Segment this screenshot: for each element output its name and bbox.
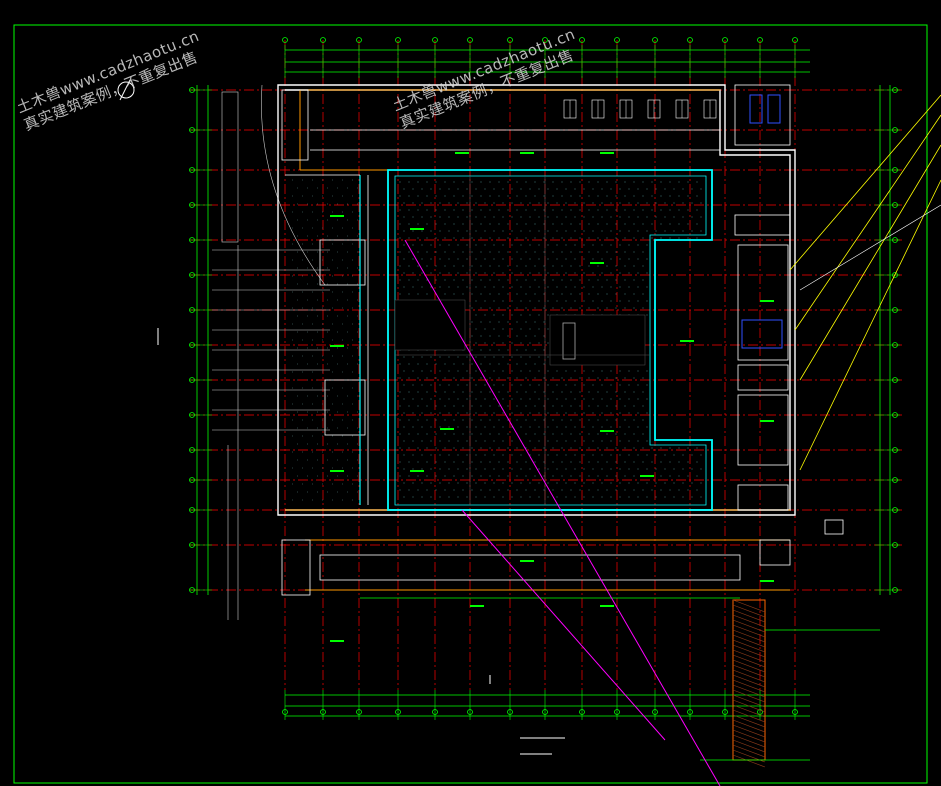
title-block-marks [157, 328, 565, 755]
east-wing-rooms [734, 84, 791, 511]
leader-yellow-lines [789, 94, 941, 471]
west-wing-rooms [285, 174, 369, 505]
section-magenta-lines [404, 239, 721, 786]
north-wing-windows [563, 99, 717, 119]
leader-white-line [799, 204, 941, 291]
bottom-dimension-chain [285, 694, 810, 717]
drawing-frame [13, 24, 928, 784]
cad-note-marks [330, 152, 774, 642]
left-street-stripes [212, 84, 330, 620]
ramp-stair-hatch [700, 599, 880, 768]
top-dimension-chain [285, 49, 810, 73]
axis-bubble-markers [189, 37, 900, 720]
north-arrow-icon [117, 79, 135, 101]
courtyard [387, 169, 713, 511]
east-wing-equipment [741, 94, 783, 349]
south-wing [281, 519, 844, 599]
north-wing [281, 89, 720, 161]
